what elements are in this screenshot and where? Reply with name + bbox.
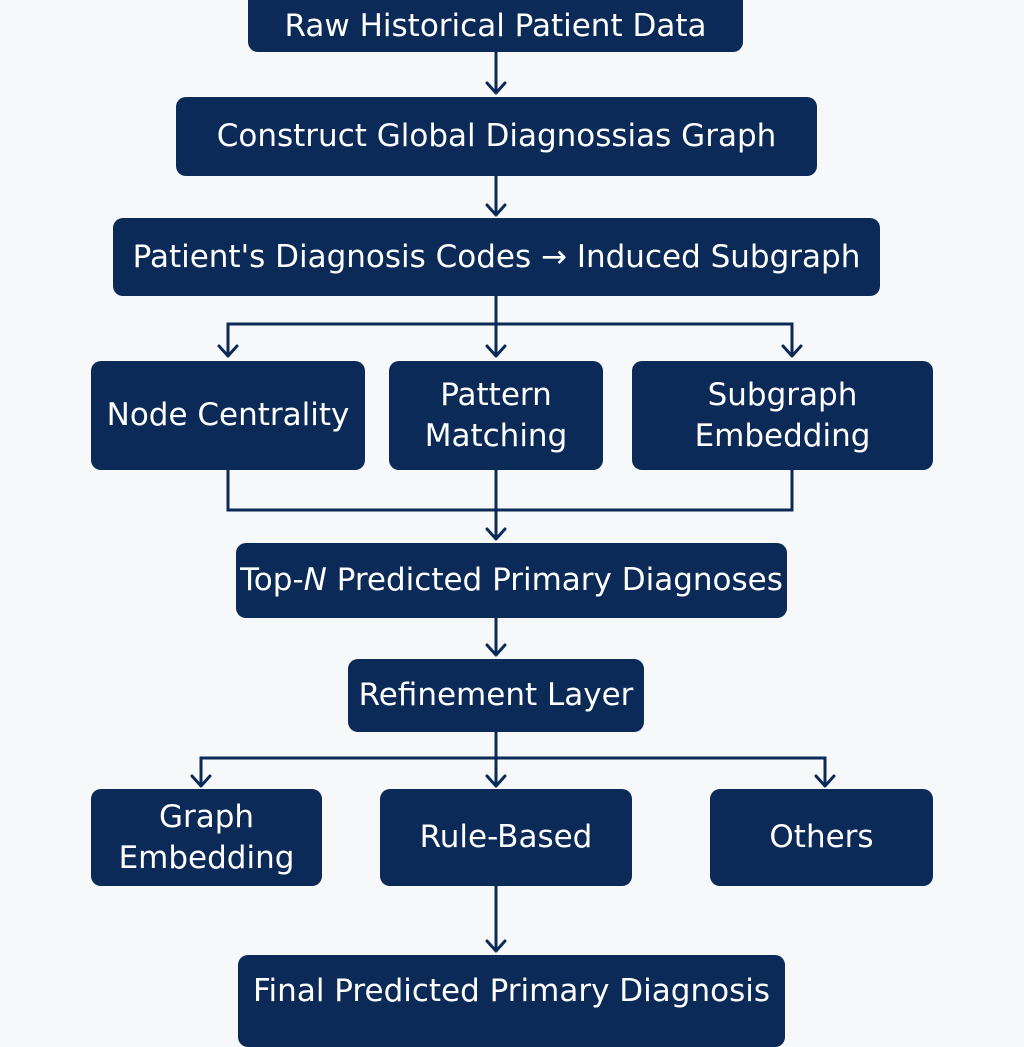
node-induced-subgraph: Patient's Diagnosis Codes → Induced Subg…: [113, 218, 880, 296]
node-label: Final Predicted Primary Diagnosis: [252, 972, 770, 1009]
node-label-line2: Embedding: [694, 417, 871, 454]
arrowhead: [485, 203, 507, 217]
node-final-prediction: Final Predicted Primary Diagnosis: [238, 955, 785, 1047]
arrowhead: [485, 81, 507, 95]
node-graph-embedding: Graph Embedding: [91, 789, 322, 886]
node-label: Construct Global Diagnossias Graph: [216, 118, 777, 154]
node-label: Refinement Layer: [358, 677, 634, 713]
arrowhead: [485, 774, 507, 788]
arrowhead: [814, 774, 836, 788]
node-raw-historical-data: Raw Historical Patient Data: [248, 0, 743, 52]
node-label: Node Centrality: [106, 397, 350, 433]
node-label-line1: Graph: [158, 798, 255, 835]
flowchart: Raw Historical Patient Data Construct Gl…: [91, 0, 933, 1047]
arrowhead: [781, 344, 803, 358]
connector-branch-bar: [226, 322, 794, 355]
node-refinement-layer: Refinement Layer: [348, 659, 644, 732]
node-label: Patient's Diagnosis Codes → Induced Subg…: [132, 238, 861, 275]
node-node-centrality: Node Centrality: [91, 361, 365, 470]
node-label-line2: Embedding: [118, 839, 295, 876]
arrowhead: [217, 344, 239, 358]
node-label: Rule-Based: [419, 819, 593, 855]
node-label-line1: Pattern: [440, 376, 552, 413]
connector-option-bar: [199, 756, 827, 785]
arrowhead: [485, 643, 507, 657]
arrowhead: [485, 527, 507, 541]
node-label-line1: Subgraph: [707, 376, 858, 413]
node-global-diagnosis-graph: Construct Global Diagnossias Graph: [176, 97, 817, 176]
arrowhead: [485, 939, 507, 953]
node-label-line2: Matching: [424, 417, 568, 454]
node-label: Top-N Predicted Primary Diagnoses: [240, 562, 783, 598]
node-pattern-matching: Pattern Matching: [389, 361, 603, 470]
connector-merge-bar: [226, 470, 794, 512]
arrowhead: [485, 344, 507, 358]
arrowhead: [190, 774, 212, 788]
node-label: Raw Historical Patient Data: [284, 7, 707, 44]
node-top-n-predictions: Top-N Predicted Primary Diagnoses: [236, 543, 787, 618]
node-rule-based: Rule-Based: [380, 789, 632, 886]
node-label: Others: [769, 819, 874, 855]
node-subgraph-embedding: Subgraph Embedding: [632, 361, 933, 470]
node-others: Others: [710, 789, 933, 886]
